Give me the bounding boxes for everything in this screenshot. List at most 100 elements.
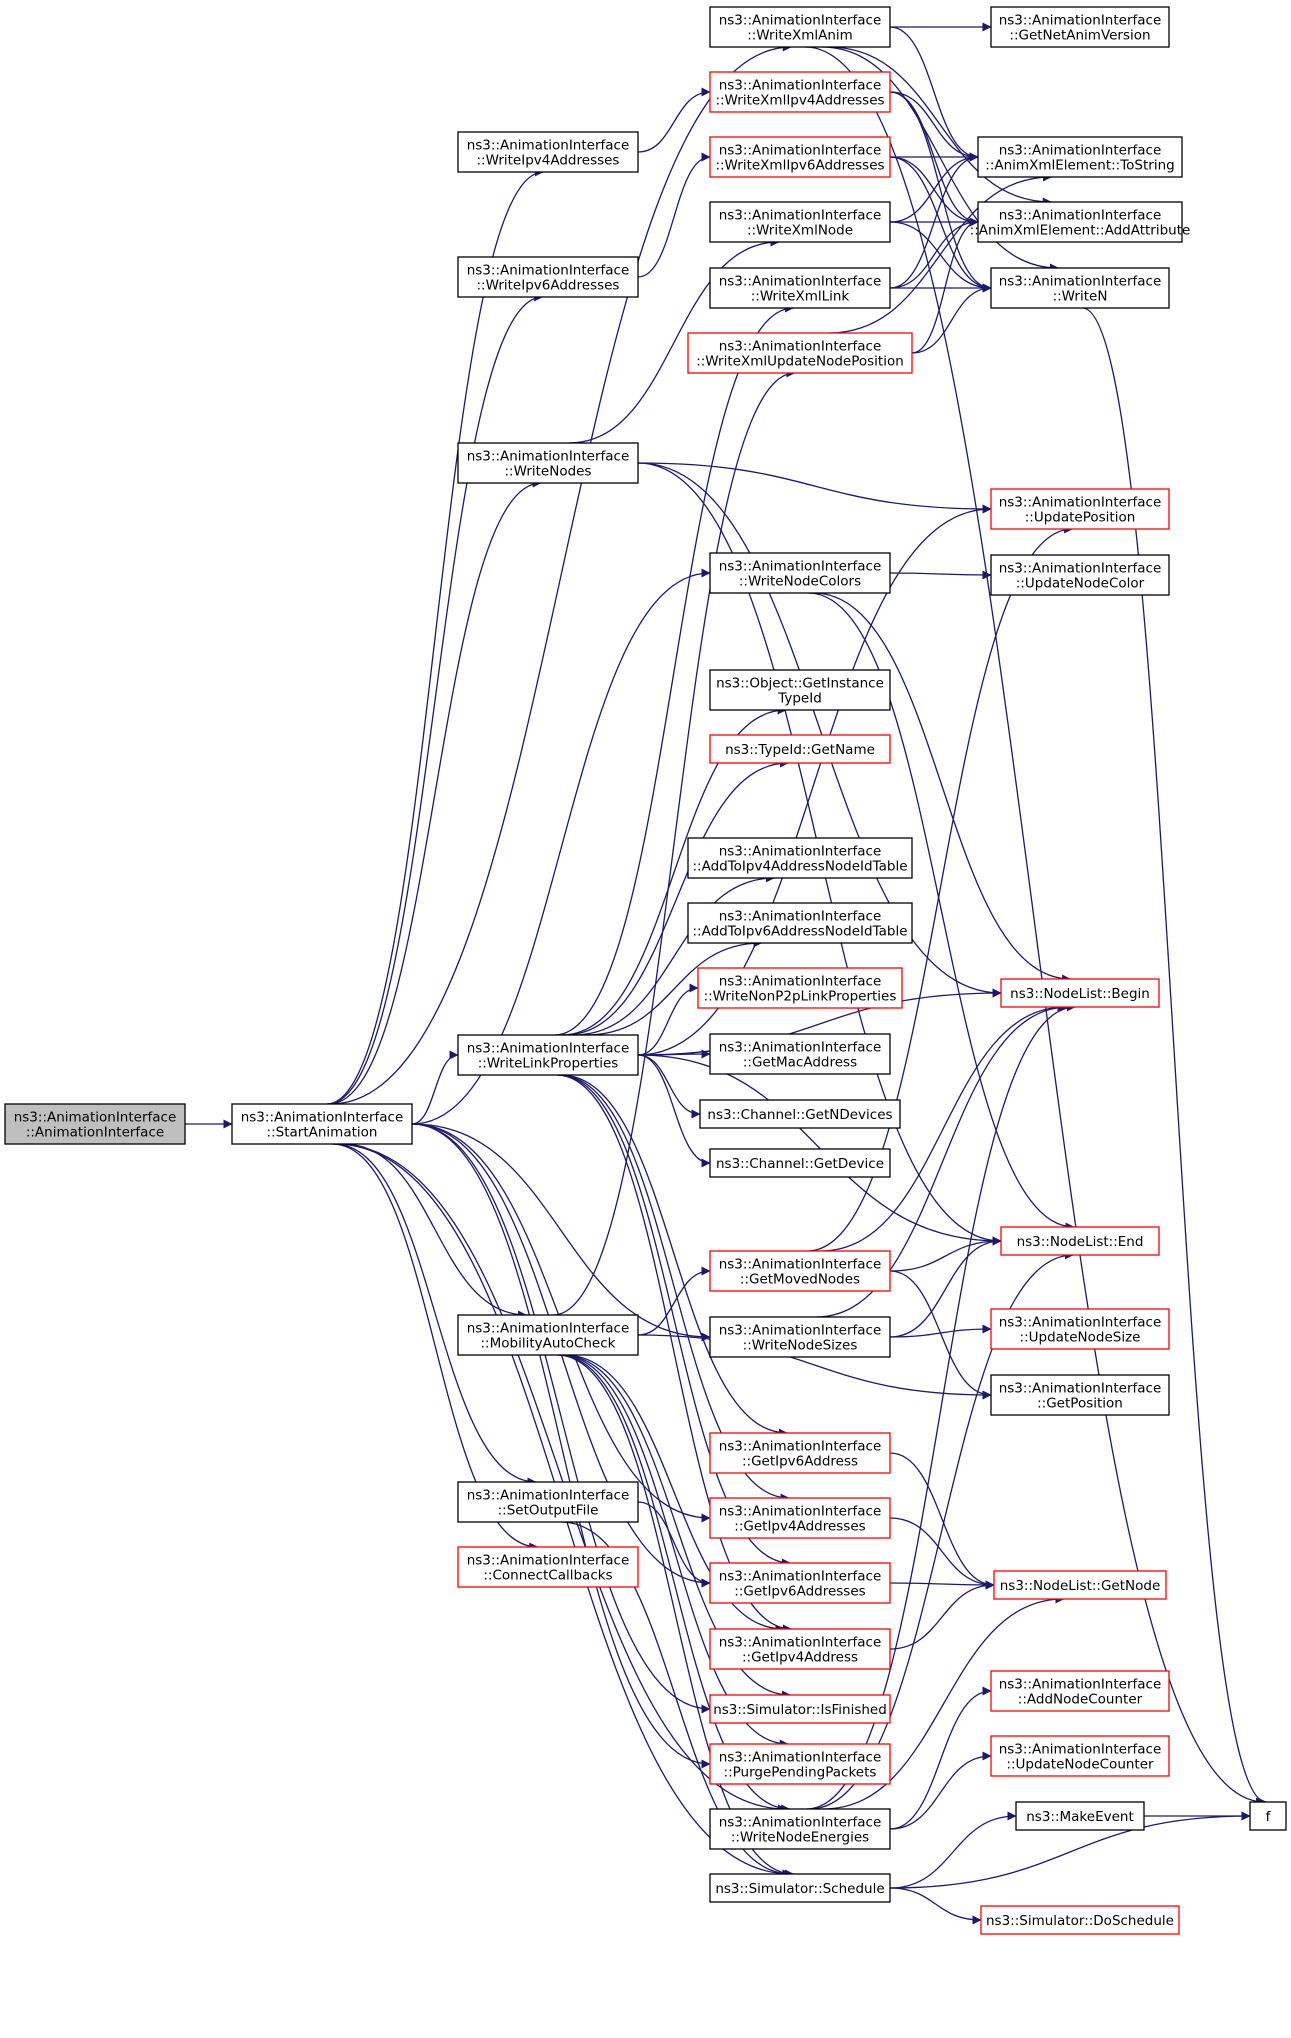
node-connCb[interactable]: ns3::AnimationInterface::ConnectCallback… (457, 1546, 639, 1588)
node-getPos-box[interactable] (990, 1374, 1170, 1416)
node-addIpv6Tbl-box[interactable] (687, 902, 913, 944)
node-xmlNode-box[interactable] (709, 201, 891, 243)
node-ctor-box[interactable] (4, 1103, 186, 1145)
node-nodeColors-box[interactable] (709, 552, 891, 594)
node-getIpv6-box[interactable] (709, 1432, 891, 1474)
node-updSize[interactable]: ns3::AnimationInterface::UpdateNodeSize (990, 1308, 1170, 1350)
node-updSize-box[interactable] (990, 1308, 1170, 1350)
node-updColor-box[interactable] (990, 554, 1170, 596)
node-addIpv4Tbl[interactable]: ns3::AnimationInterface::AddToIpv4Addres… (687, 837, 913, 879)
node-end-box[interactable] (1000, 1226, 1160, 1256)
node-addIpv6Tbl[interactable]: ns3::AnimationInterface::AddToIpv6Addres… (687, 902, 913, 944)
node-nodeSizes[interactable]: ns3::AnimationInterface::WriteNodeSizes (709, 1316, 891, 1358)
node-getIpv4s-box[interactable] (709, 1497, 891, 1539)
node-xmlIpv6[interactable]: ns3::AnimationInterface::WriteXmlIpv6Add… (709, 136, 891, 178)
node-getIpv6[interactable]: ns3::AnimationInterface::GetIpv6Address (709, 1432, 891, 1474)
node-getMac-box[interactable] (709, 1033, 891, 1075)
node-mobility-box[interactable] (457, 1314, 639, 1356)
node-wLinkProps[interactable]: ns3::AnimationInterface::WriteLinkProper… (457, 1034, 639, 1076)
node-addCounter[interactable]: ns3::AnimationInterface::AddNodeCounter (990, 1670, 1170, 1712)
node-getNode[interactable]: ns3::NodeList::GetNode (993, 1570, 1167, 1600)
node-movedNodes[interactable]: ns3::AnimationInterface::GetMovedNodes (709, 1250, 891, 1292)
node-updCounter-box[interactable] (990, 1735, 1170, 1777)
node-getPos[interactable]: ns3::AnimationInterface::GetPosition (990, 1374, 1170, 1416)
node-doSched-box[interactable] (980, 1905, 1180, 1935)
node-wIpv4[interactable]: ns3::AnimationInterface::WriteIpv4Addres… (457, 131, 639, 173)
node-makeEvent-box[interactable] (1015, 1801, 1145, 1831)
node-updPos-box[interactable] (990, 488, 1170, 530)
node-xmlIpv4-box[interactable] (709, 71, 891, 113)
node-setOut[interactable]: ns3::AnimationInterface::SetOutputFile (457, 1481, 639, 1523)
node-updPos[interactable]: ns3::AnimationInterface::UpdatePosition (990, 488, 1170, 530)
node-nonP2p-box[interactable] (697, 967, 903, 1009)
node-start[interactable]: ns3::AnimationInterface::StartAnimation (231, 1103, 413, 1145)
node-updColor[interactable]: ns3::AnimationInterface::UpdateNodeColor (990, 554, 1170, 596)
node-typeName-box[interactable] (709, 734, 891, 764)
node-getIpv4s[interactable]: ns3::AnimationInterface::GetIpv4Addresse… (709, 1497, 891, 1539)
node-writeN[interactable]: ns3::AnimationInterface::WriteN (990, 267, 1170, 309)
node-xmlUpd[interactable]: ns3::AnimationInterface::WriteXmlUpdateN… (687, 332, 913, 374)
node-updCounter[interactable]: ns3::AnimationInterface::UpdateNodeCount… (990, 1735, 1170, 1777)
node-getIpv6s-box[interactable] (709, 1562, 891, 1604)
node-addAttr-box[interactable] (977, 201, 1183, 243)
node-typeName[interactable]: ns3::TypeId::GetName (709, 734, 891, 764)
node-xmlAnim[interactable]: ns3::AnimationInterface::WriteXmlAnim (709, 6, 891, 48)
node-start-box[interactable] (231, 1103, 413, 1145)
node-xmlUpd-box[interactable] (687, 332, 913, 374)
node-simFin-box[interactable] (709, 1694, 891, 1724)
node-begin[interactable]: ns3::NodeList::Begin (1000, 978, 1160, 1008)
node-getIpv4-box[interactable] (709, 1628, 891, 1670)
node-mobility[interactable]: ns3::AnimationInterface::MobilityAutoChe… (457, 1314, 639, 1356)
node-f[interactable]: f (1249, 1801, 1287, 1831)
node-wIpv4-box[interactable] (457, 131, 639, 173)
node-netAnimVer-box[interactable] (990, 6, 1170, 48)
node-doSched[interactable]: ns3::Simulator::DoSchedule (980, 1905, 1180, 1935)
node-purge-box[interactable] (709, 1743, 891, 1785)
node-xmlLink-box[interactable] (709, 267, 891, 309)
node-nodeEnerg[interactable]: ns3::AnimationInterface::WriteNodeEnergi… (709, 1808, 891, 1850)
node-setOut-box[interactable] (457, 1481, 639, 1523)
node-wIpv6[interactable]: ns3::AnimationInterface::WriteIpv6Addres… (457, 256, 639, 298)
node-makeEvent[interactable]: ns3::MakeEvent (1015, 1801, 1145, 1831)
node-simSched[interactable]: ns3::Simulator::Schedule (709, 1873, 891, 1903)
node-movedNodes-box[interactable] (709, 1250, 891, 1292)
node-chanN-box[interactable] (699, 1099, 901, 1129)
node-getMac[interactable]: ns3::AnimationInterface::GetMacAddress (709, 1033, 891, 1075)
node-purge[interactable]: ns3::AnimationInterface::PurgePendingPac… (709, 1743, 891, 1785)
node-connCb-box[interactable] (457, 1546, 639, 1588)
node-xmlAnim-box[interactable] (709, 6, 891, 48)
node-ctor[interactable]: ns3::AnimationInterface::AnimationInterf… (4, 1103, 186, 1145)
node-toString-box[interactable] (977, 136, 1183, 178)
node-end[interactable]: ns3::NodeList::End (1000, 1226, 1160, 1256)
node-wNodes[interactable]: ns3::AnimationInterface::WriteNodes (457, 442, 639, 484)
node-nodeEnerg-box[interactable] (709, 1808, 891, 1850)
node-getInstType-box[interactable] (709, 669, 891, 711)
node-chanDev-box[interactable] (709, 1148, 891, 1178)
node-toString[interactable]: ns3::AnimationInterface::AnimXmlElement:… (977, 136, 1183, 178)
node-xmlIpv6-box[interactable] (709, 136, 891, 178)
node-chanDev[interactable]: ns3::Channel::GetDevice (709, 1148, 891, 1178)
node-writeN-box[interactable] (990, 267, 1170, 309)
node-xmlNode[interactable]: ns3::AnimationInterface::WriteXmlNode (709, 201, 891, 243)
node-nodeColors[interactable]: ns3::AnimationInterface::WriteNodeColors (709, 552, 891, 594)
node-getIpv6s[interactable]: ns3::AnimationInterface::GetIpv6Addresse… (709, 1562, 891, 1604)
node-addCounter-box[interactable] (990, 1670, 1170, 1712)
node-simFin[interactable]: ns3::Simulator::IsFinished (709, 1694, 891, 1724)
node-addIpv4Tbl-box[interactable] (687, 837, 913, 879)
node-xmlIpv4[interactable]: ns3::AnimationInterface::WriteXmlIpv4Add… (709, 71, 891, 113)
node-chanN[interactable]: ns3::Channel::GetNDevices (699, 1099, 901, 1129)
node-simSched-box[interactable] (709, 1873, 891, 1903)
node-xmlLink[interactable]: ns3::AnimationInterface::WriteXmlLink (709, 267, 891, 309)
node-getNode-box[interactable] (993, 1570, 1167, 1600)
node-nonP2p[interactable]: ns3::AnimationInterface::WriteNonP2pLink… (697, 967, 903, 1009)
node-nodeSizes-box[interactable] (709, 1316, 891, 1358)
node-f-box[interactable] (1249, 1801, 1287, 1831)
node-begin-box[interactable] (1000, 978, 1160, 1008)
node-addAttr[interactable]: ns3::AnimationInterface::AnimXmlElement:… (970, 201, 1191, 243)
node-wNodes-box[interactable] (457, 442, 639, 484)
node-getIpv4[interactable]: ns3::AnimationInterface::GetIpv4Address (709, 1628, 891, 1670)
node-wIpv6-box[interactable] (457, 256, 639, 298)
node-wLinkProps-box[interactable] (457, 1034, 639, 1076)
node-netAnimVer[interactable]: ns3::AnimationInterface::GetNetAnimVersi… (990, 6, 1170, 48)
